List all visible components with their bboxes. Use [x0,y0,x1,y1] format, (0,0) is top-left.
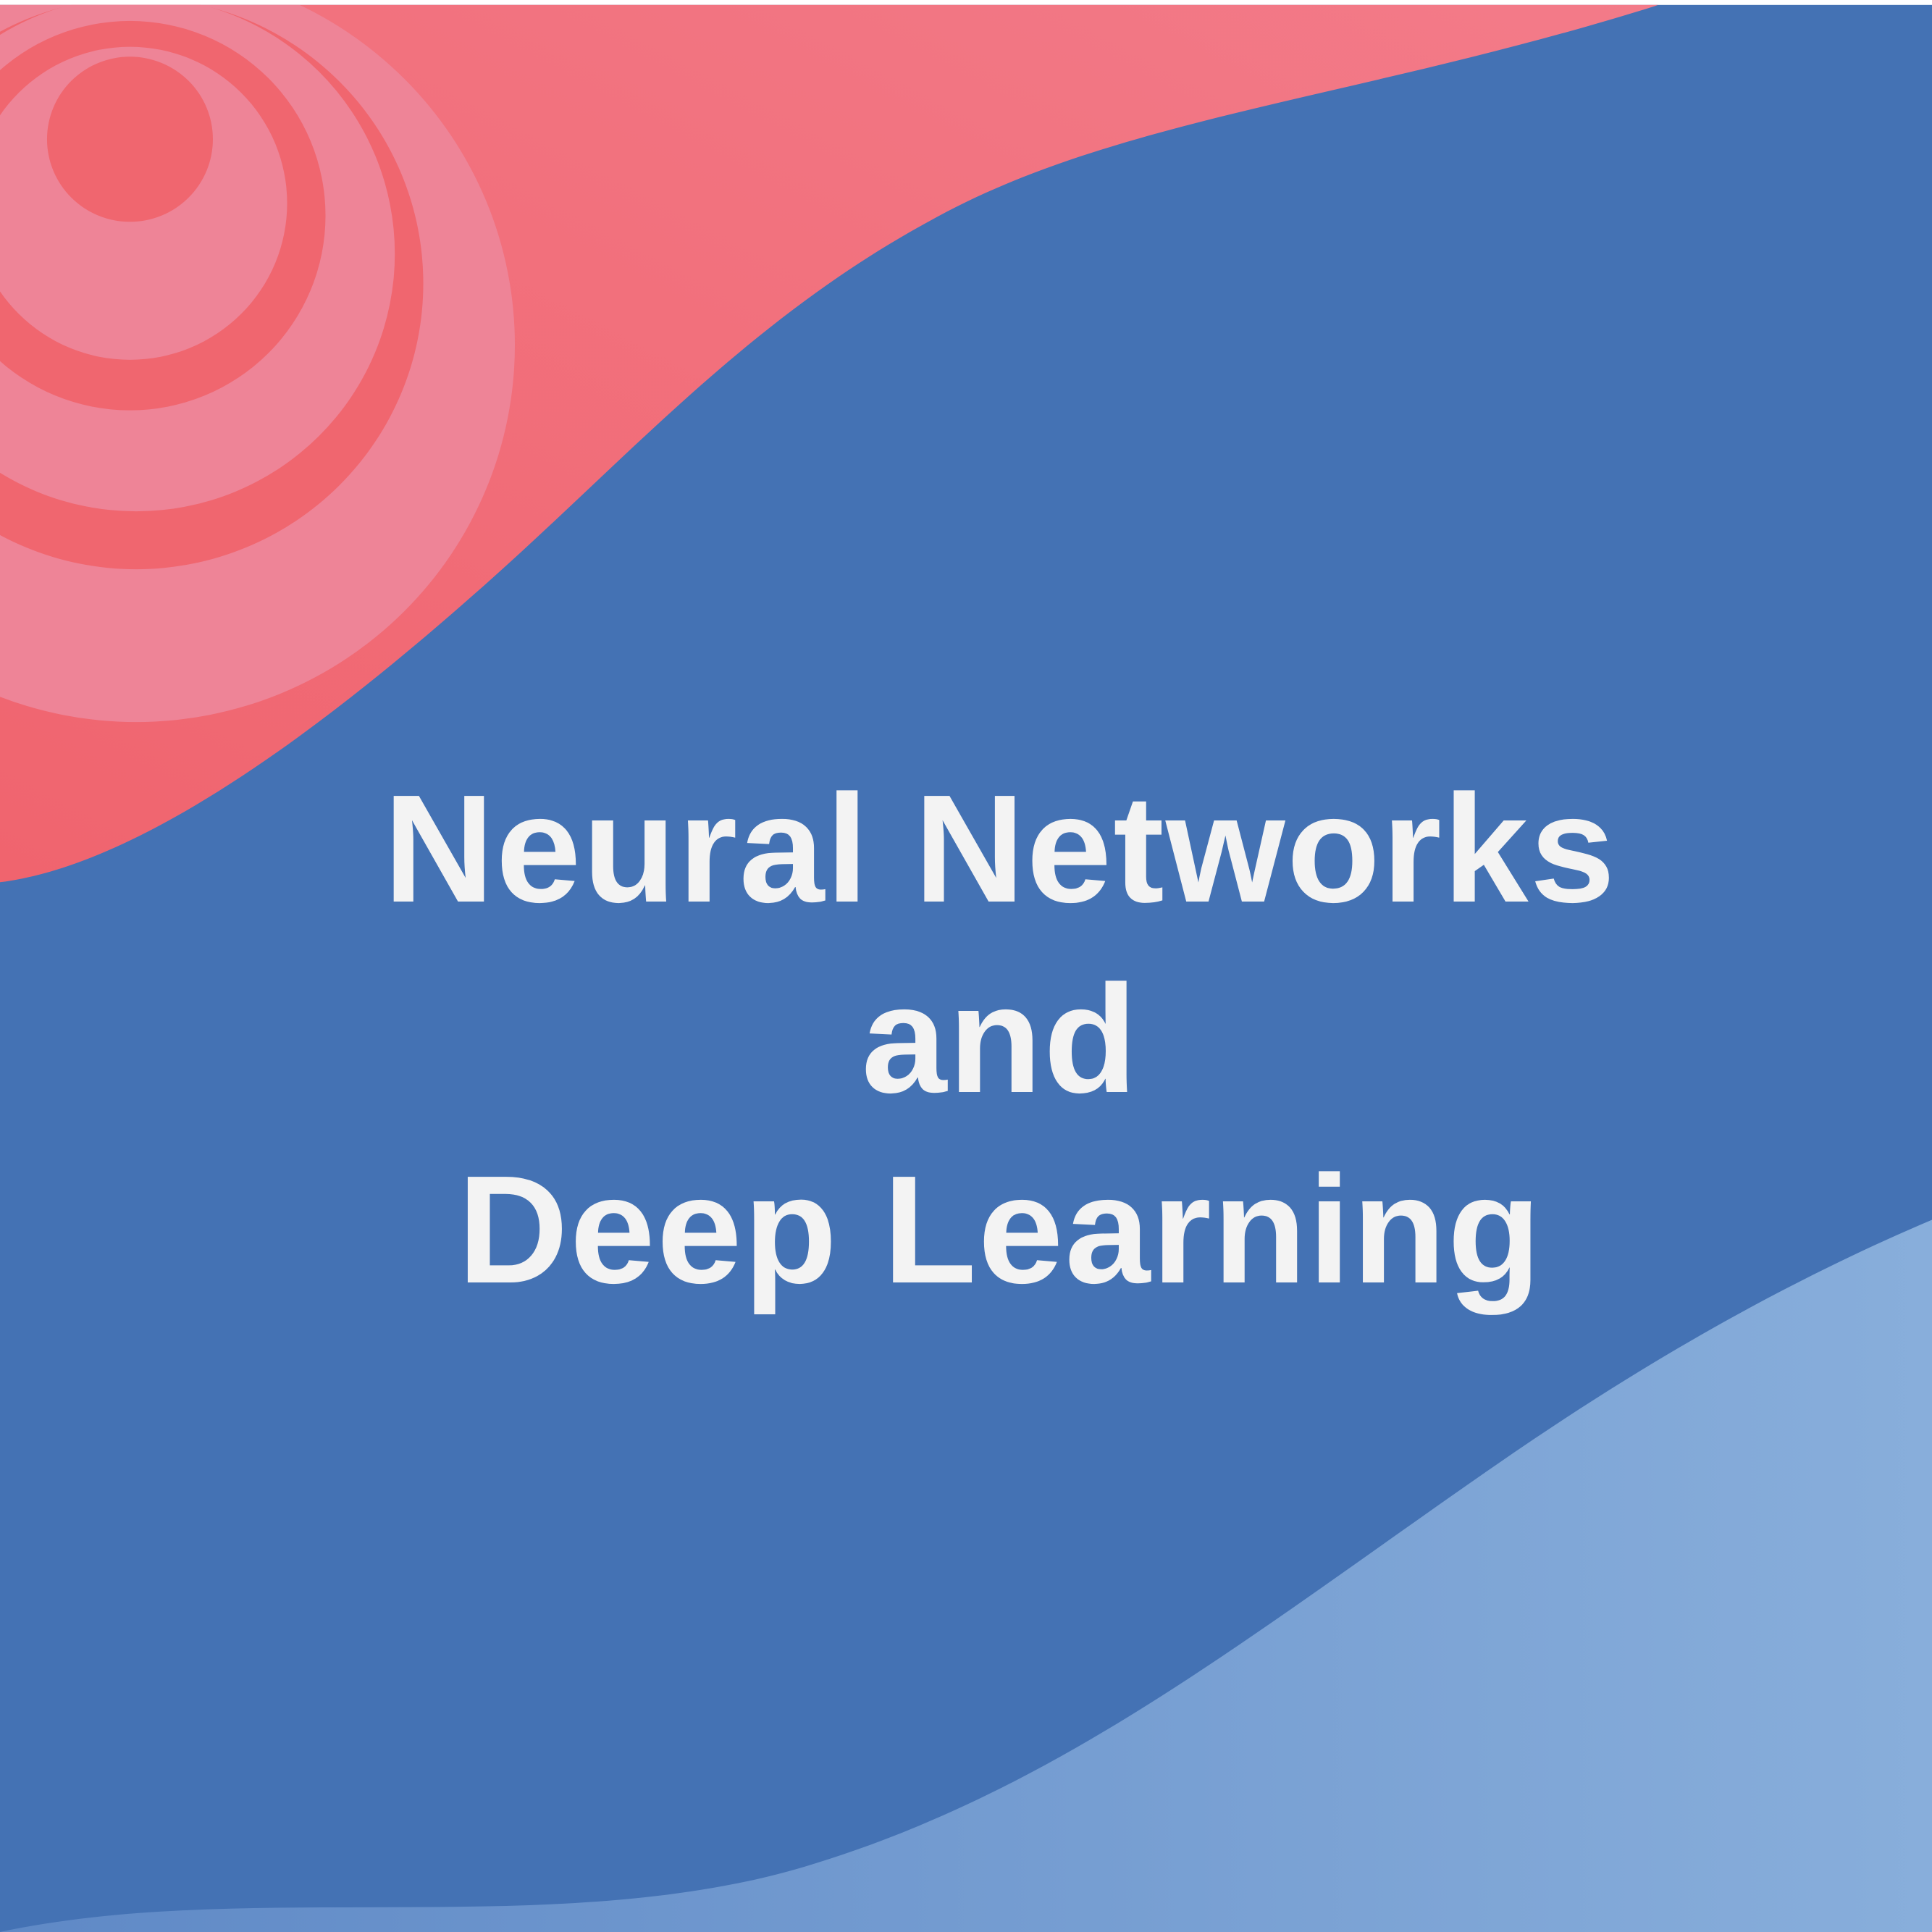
title-line-1: Neural Networks [383,763,1617,934]
top-white-strip [0,0,1932,5]
concentric-circles [0,4,516,723]
course-title: Neural Networks and Deep Learning [0,753,1932,1324]
title-line-3: Deep Learning [457,1143,1543,1315]
light-blue-wave [0,1219,1932,1932]
title-line-2: and [861,953,1139,1125]
